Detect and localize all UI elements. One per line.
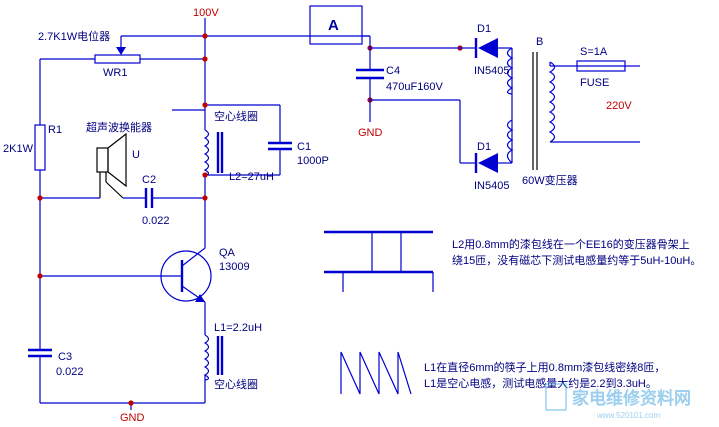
coil-l2 [203, 129, 224, 176]
air-coil-top-label: 空心线圈 [214, 109, 258, 123]
c4-label: C4 [386, 65, 400, 77]
watermark-name: 家电维修资料网 [572, 388, 691, 408]
l2-note-line1: L2用0.8mm的漆包线在一个EE16的变压器骨架上 [452, 237, 690, 251]
ammeter [309, 5, 370, 45]
l1-note-line2: L1是空心电感，测试电感量大约是2.2到3.3uH。 [424, 376, 657, 390]
c1-value-label: 1000P [297, 155, 329, 167]
gnd-c4-label: GND [358, 127, 383, 139]
d1-top-model-label: IN5405 [474, 65, 509, 77]
bottom-rail [40, 402, 205, 410]
fuse-rating-label: S=1A [580, 46, 608, 58]
c1-label: C1 [297, 141, 311, 153]
gnd-bottom-label: GND [120, 412, 145, 424]
junction-dots [37, 33, 463, 406]
ammeter-label: A [328, 17, 339, 34]
coil-l1 [203, 334, 224, 403]
mains-label: 220V [606, 100, 632, 112]
resistor-r1 [34, 59, 46, 350]
capacitor-c3 [28, 348, 52, 403]
r1-label: R1 [48, 124, 62, 136]
transistor-qa [40, 247, 212, 335]
capacitor-c4 [356, 65, 384, 88]
l2-note-line2: 绕15匝，没有磁芯下测试电感量约等于5uH-10uH。 [452, 253, 701, 267]
qa-model-label: 13009 [219, 261, 250, 273]
l1-note-line1: L1在直径6mm的筷子上用0.8mm漆包线密绕8匝， [424, 360, 665, 374]
wr1-label: WR1 [103, 67, 127, 79]
fuse [576, 60, 640, 72]
top-rail [120, 35, 370, 47]
transducer-label: 超声波换能器 [86, 120, 152, 134]
l2-bobbin-drawing [324, 230, 434, 292]
r1-value-label: 2K1W [3, 143, 34, 155]
l1-value-label: L1=2.2uH [214, 322, 262, 334]
potentiometer-wr1 [40, 47, 205, 64]
u-label: U [132, 149, 140, 161]
supply-voltage-label: 100V [193, 7, 219, 19]
d1-bottom-model-label: IN5405 [474, 180, 509, 192]
c2-value-label: 0.022 [142, 215, 170, 227]
transformer-b [506, 47, 640, 170]
d1-top-label: D1 [477, 23, 491, 35]
c3-value-label: 0.022 [56, 366, 84, 378]
qa-label: QA [219, 247, 236, 259]
l1-coil-drawing [340, 351, 412, 395]
c4-value-label: 470uF160V [386, 81, 444, 93]
transducer-u [40, 109, 205, 199]
c2-label: C2 [142, 174, 156, 186]
transformer-desc-label: 60W变压器 [522, 173, 578, 187]
c3-label: C3 [58, 351, 72, 363]
diode-d1-top [474, 38, 513, 94]
l2-value-label: L2=27uH [229, 171, 274, 183]
d1-bottom-label: D1 [477, 141, 491, 153]
fuse-label: FUSE [580, 77, 609, 89]
watermark: 家电维修资料网 www.520101.com [545, 383, 691, 420]
diode-d1-bottom [474, 120, 513, 173]
watermark-url: www.520101.com [596, 411, 660, 420]
air-coil-bottom-label: 空心线圈 [214, 377, 258, 391]
capacitor-c2 [123, 188, 205, 208]
capacitor-c1 [205, 104, 292, 176]
transformer-label: B [536, 36, 543, 48]
pot-label: 2.7K1W电位器 [38, 29, 110, 43]
supply-wiring [369, 36, 475, 164]
